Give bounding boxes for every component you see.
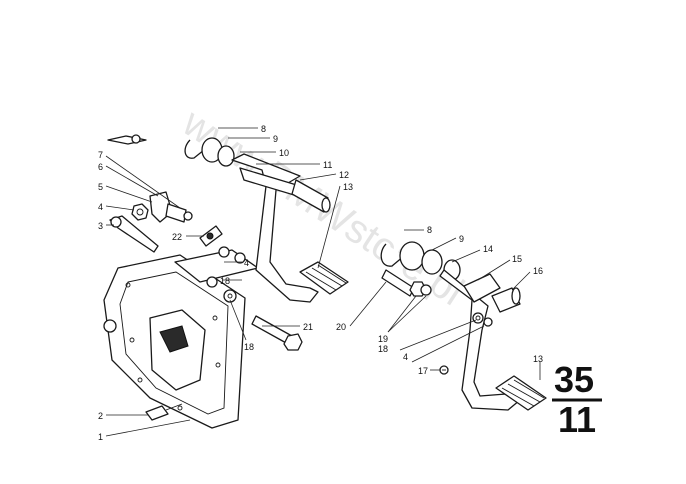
screw-17 — [439, 365, 449, 375]
callout-17: 17 — [418, 366, 428, 376]
callout-2: 2 — [98, 411, 103, 421]
washer-set-left — [206, 246, 246, 303]
callout-19: 19 — [378, 334, 388, 344]
callout-5: 5 — [98, 182, 103, 192]
callout-18: 18 — [244, 342, 254, 352]
callout-8: 8 — [427, 225, 432, 235]
screw-2 — [145, 403, 183, 421]
callout-9: 9 — [459, 234, 464, 244]
callout-10: 10 — [279, 148, 289, 158]
bolt-3 — [109, 215, 159, 253]
nut-4 — [131, 203, 149, 221]
callout-4: 4 — [98, 202, 103, 212]
brake-pedal — [380, 241, 547, 411]
callout-12: 12 — [339, 170, 349, 180]
callout-labels: 1 2 3 4 4 4 5 6 7 8 8 9 9 10 11 12 13 13… — [98, 124, 543, 442]
callout-3: 3 — [98, 221, 103, 231]
callout-1: 1 — [98, 432, 103, 442]
section-number-value: 11 — [558, 399, 596, 440]
clutch-pedal — [184, 137, 349, 303]
callout-4: 4 — [244, 258, 249, 268]
callout-9: 9 — [273, 134, 278, 144]
callout-18: 18 — [378, 344, 388, 354]
callout-13: 13 — [343, 182, 353, 192]
callout-11: 11 — [323, 160, 332, 170]
callout-16: 16 — [533, 266, 543, 276]
cotter-pin-7 — [107, 134, 147, 145]
callout-15: 15 — [512, 254, 522, 264]
bolt-21 — [251, 315, 303, 351]
callout-21: 21 — [303, 322, 313, 332]
bolt-20 — [381, 269, 432, 297]
callout-4: 4 — [403, 352, 408, 362]
callout-20: 20 — [336, 322, 346, 332]
callout-6: 6 — [98, 162, 103, 172]
switch-22 — [199, 225, 223, 247]
callout-8: 8 — [261, 124, 266, 134]
leader-lines — [105, 127, 541, 437]
clip-5-6 — [149, 191, 193, 223]
section-group: 35 — [554, 359, 594, 400]
callout-7: 7 — [98, 150, 103, 160]
section-number: 35 11 — [552, 359, 602, 440]
callout-18: 18 — [220, 276, 230, 286]
callout-13: 13 — [533, 354, 543, 364]
pedal-bracket — [103, 249, 259, 429]
callout-22: 22 — [172, 232, 182, 242]
callout-14: 14 — [483, 244, 493, 254]
